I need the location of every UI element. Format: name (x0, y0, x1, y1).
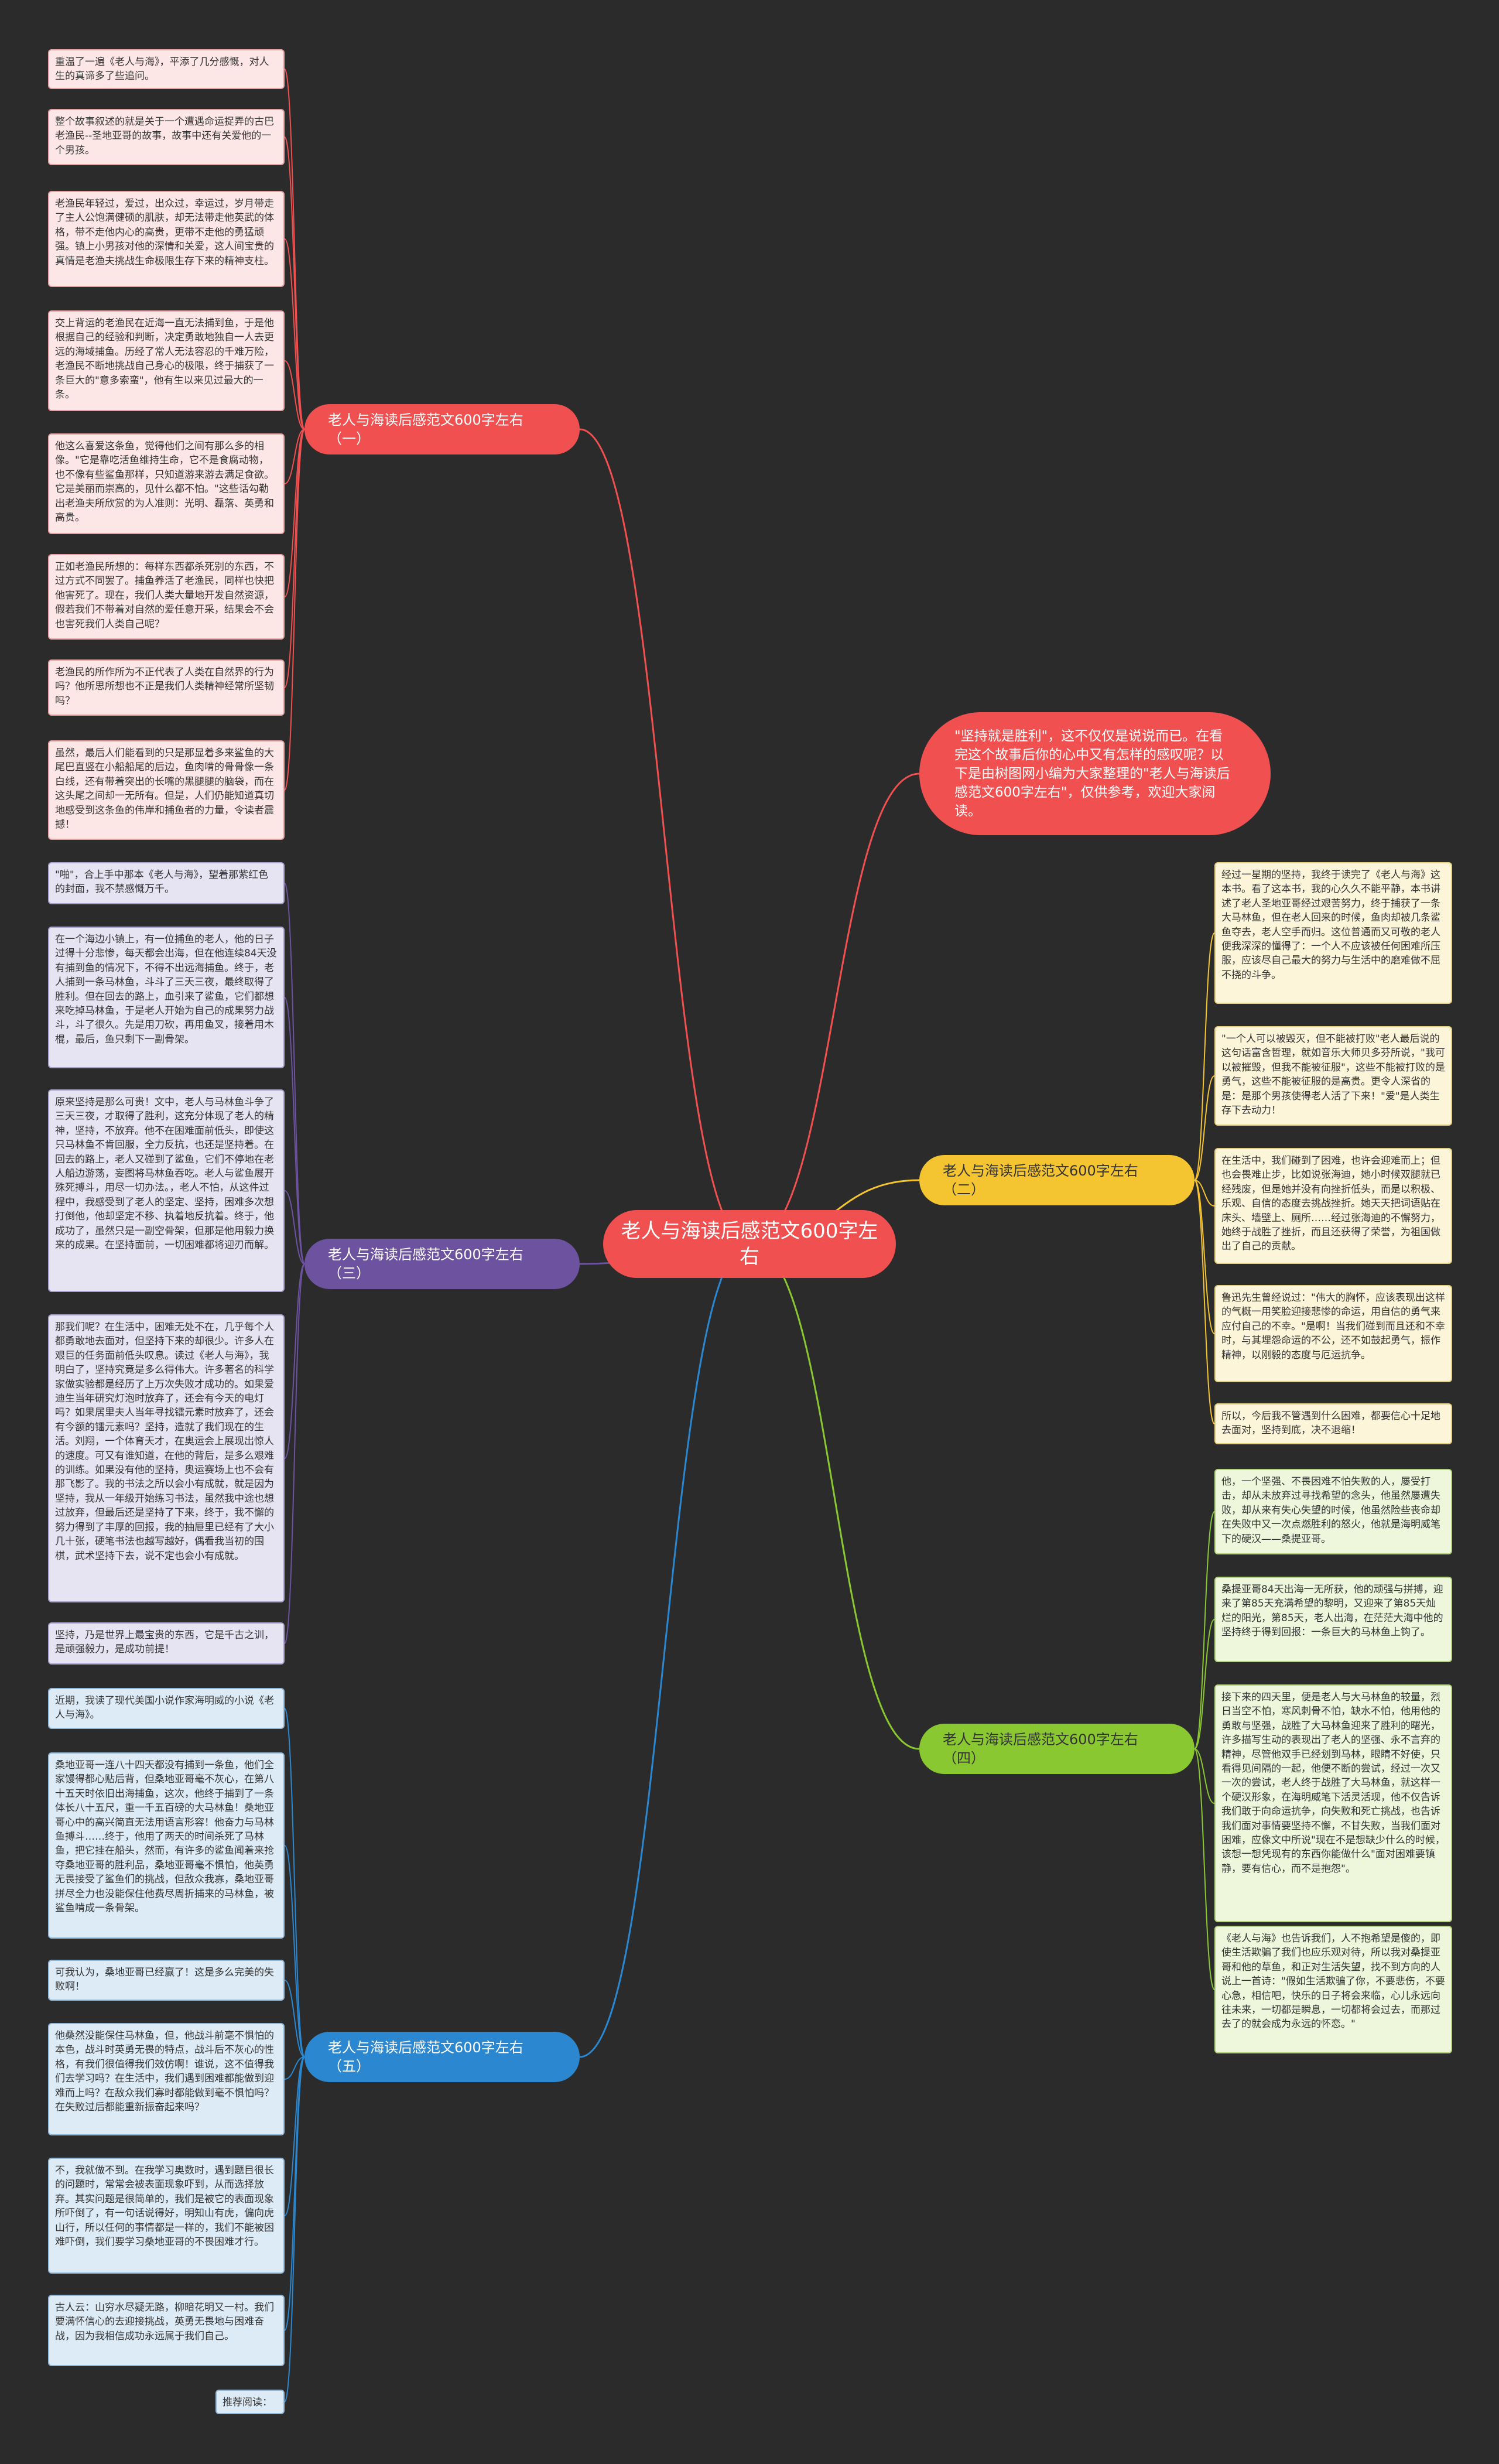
leaf-2-1[interactable]: 经过一星期的坚持，我终于读完了《老人与海》这本书。看了这本书，我的心久久不能平静… (1214, 862, 1452, 1004)
connector (284, 2056, 305, 2216)
leaf-4-4[interactable]: 《老人与海》也告诉我们，人不抱希望是傻的，即使生活欺骗了我们也应乐观对待，所以我… (1214, 1926, 1452, 2053)
connector (284, 429, 305, 688)
connector (284, 360, 305, 430)
leaf-2-4[interactable]: 鲁迅先生曾经说过："伟大的胸怀，应该表现出这样的气概一用笑脸迎接悲惨的命运，用自… (1214, 1285, 1452, 1382)
connector (284, 1708, 305, 2058)
leaf-5-6[interactable]: 古人云：山穷水尽疑无路，柳暗花明又一村。我们要满怀信心的去迎接挑战，英勇无畏地与… (48, 2295, 285, 2366)
connector (1194, 1180, 1215, 1334)
leaf-5-7[interactable]: 推荐阅读： (215, 2390, 285, 2414)
connector (579, 1243, 750, 2058)
leaf-3-2[interactable]: 在一个海边小镇上，有一位捕鱼的老人，他的日子过得十分悲惨，每天都会出海，但在他连… (48, 927, 285, 1068)
leaf-2-3[interactable]: 在生活中，我们碰到了困难，也许会迎难而上；但也会畏难止步，比如说张海迪，她小时候… (1214, 1148, 1452, 1264)
branch-2[interactable]: 老人与海读后感范文600字左右（二） (919, 1155, 1195, 1205)
leaf-1-2[interactable]: 整个故事叙述的就是关于一个遭遇命运捉弄的古巴老渔民--圣地亚哥的故事，故事中还有… (48, 109, 285, 165)
intro-node[interactable]: "坚持就是胜利"，这不仅仅是说说而已。在看完这个故事后你的心中又有怎样的感叹呢？… (919, 712, 1271, 835)
leaf-3-4[interactable]: 那我们呢？在生活中，困难无处不在，几乎每个人都勇敢地去面对，但坚持下来的却很少。… (48, 1314, 285, 1602)
leaf-3-3[interactable]: 原来坚持是那么可贵！文中，老人与马林鱼斗争了三天三夜，才取得了胜利，这充分体现了… (48, 1089, 285, 1292)
leaf-4-1[interactable]: 他，一个坚强、不畏困难不怕失败的人，屡受打击，却从未放弃过寻找希望的念头，他虽然… (1214, 1469, 1452, 1554)
leaf-1-7[interactable]: 老渔民的所作所为不正代表了人类在自然界的行为吗？他所思所想也不正是我们人类精神经… (48, 659, 285, 716)
leaf-5-5[interactable]: 不，我就做不到。在我学习奥数时，遇到题目很长的问题时，常常会被表面现象吓到，从而… (48, 2158, 285, 2274)
connector (284, 136, 305, 430)
leaf-5-1[interactable]: 近期，我读了现代美国小说作家海明威的小说《老人与海》。 (48, 1688, 285, 1729)
leaf-3-5[interactable]: 坚持，乃是世界上最宝贵的东西，它是千古之训，是顽强毅力，是成功前提！ (48, 1622, 285, 1665)
leaf-1-1[interactable]: 重温了一遍《老人与海》，平添了几分感慨，对人生的真谛多了些追问。 (48, 49, 285, 89)
connector (284, 883, 305, 1265)
leaf-1-3[interactable]: 老渔民年轻过，爱过，出众过，幸运过，岁月带走了主人公饱满健硕的肌肤，却无法带走他… (48, 191, 285, 287)
leaf-4-3[interactable]: 接下来的四天里，便是老人与大马林鱼的较量，烈日当空不怕，寒风刺骨不怕，缺水不怕，… (1214, 1684, 1452, 1922)
connector (749, 1243, 920, 1750)
connector (1194, 1180, 1215, 1424)
leaf-1-6[interactable]: 正如老渔民所想的：每样东西都杀死别的东西，不过方式不同罢了。捕鱼养活了老渔民，同… (48, 554, 285, 640)
connector (284, 1263, 305, 1459)
connector (284, 1980, 305, 2058)
connector (1194, 932, 1215, 1181)
connector (1194, 1075, 1215, 1181)
connector (1194, 1748, 1215, 1804)
connector (284, 997, 305, 1265)
branch-3[interactable]: 老人与海读后感范文600字左右（三） (304, 1239, 580, 1289)
connector (284, 429, 305, 484)
branch-1[interactable]: 老人与海读后感范文600字左右（一） (304, 404, 580, 454)
leaf-2-5[interactable]: 所以，今后我不管遇到什么困难，都要信心十足地去面对，坚持到底，决不退缩！ (1214, 1403, 1452, 1444)
connector (284, 69, 305, 430)
connector (284, 429, 305, 597)
branch-5[interactable]: 老人与海读后感范文600字左右（五） (304, 2032, 580, 2082)
connector (284, 2056, 305, 2080)
leaf-2-2[interactable]: "一个人可以被毁灭，但不能被打败"老人最后说的这句话富含哲理，就如音乐大师贝多芬… (1214, 1026, 1452, 1126)
leaf-1-5[interactable]: 他这么喜爱这条鱼，觉得他们之间有那么多的相像。"它是靠吃活鱼维持生命，它不是食腐… (48, 433, 285, 534)
branch-4[interactable]: 老人与海读后感范文600字左右（四） (919, 1724, 1195, 1774)
connector (284, 1845, 305, 2058)
connector (284, 1190, 305, 1265)
connector (284, 2056, 305, 2403)
leaf-5-3[interactable]: 可我认为，桑地亚哥已经赢了！这是多么完美的失败啊！ (48, 1960, 285, 2001)
center-topic[interactable]: 老人与海读后感范文600字左右 (603, 1210, 896, 1278)
leaf-4-2[interactable]: 桑提亚哥84天出海一无所获，他的顽强与拼搏，迎来了第85天充满希望的黎明，又迎来… (1214, 1577, 1452, 1662)
connector (1194, 1748, 1215, 1990)
leaf-1-4[interactable]: 交上背运的老渔民在近海一直无法捕到鱼，于是他根据自己的经验和判断，决定勇敢地独自… (48, 310, 285, 411)
leaf-5-4[interactable]: 他桑然没能保住马林鱼，但，他战斗前毫不惧怕的本色，战斗时英勇无畏的特点，战斗后不… (48, 2023, 285, 2135)
connector (284, 429, 305, 791)
connector (1194, 1511, 1215, 1749)
connector (284, 238, 305, 430)
connector (1194, 1180, 1215, 1207)
connector (749, 773, 920, 1245)
connector (284, 2056, 305, 2331)
leaf-3-1[interactable]: "啪"，合上手中那本《老人与海》，望着那紫红色的封面，我不禁感慨万千。 (48, 862, 285, 904)
connector (284, 1263, 305, 1644)
leaf-5-2[interactable]: 桑地亚哥一连八十四天都没有捕到一条鱼，他们全家馒得都心贴后背，但桑地亚哥毫不灰心… (48, 1752, 285, 1939)
connector (579, 428, 750, 1245)
connector (1194, 1619, 1215, 1749)
leaf-1-8[interactable]: 虽然，最后人们能看到的只是那显着多来鲨鱼的大尾巴直竖在小船船尾的后边，鱼肉啃的骨… (48, 740, 285, 840)
